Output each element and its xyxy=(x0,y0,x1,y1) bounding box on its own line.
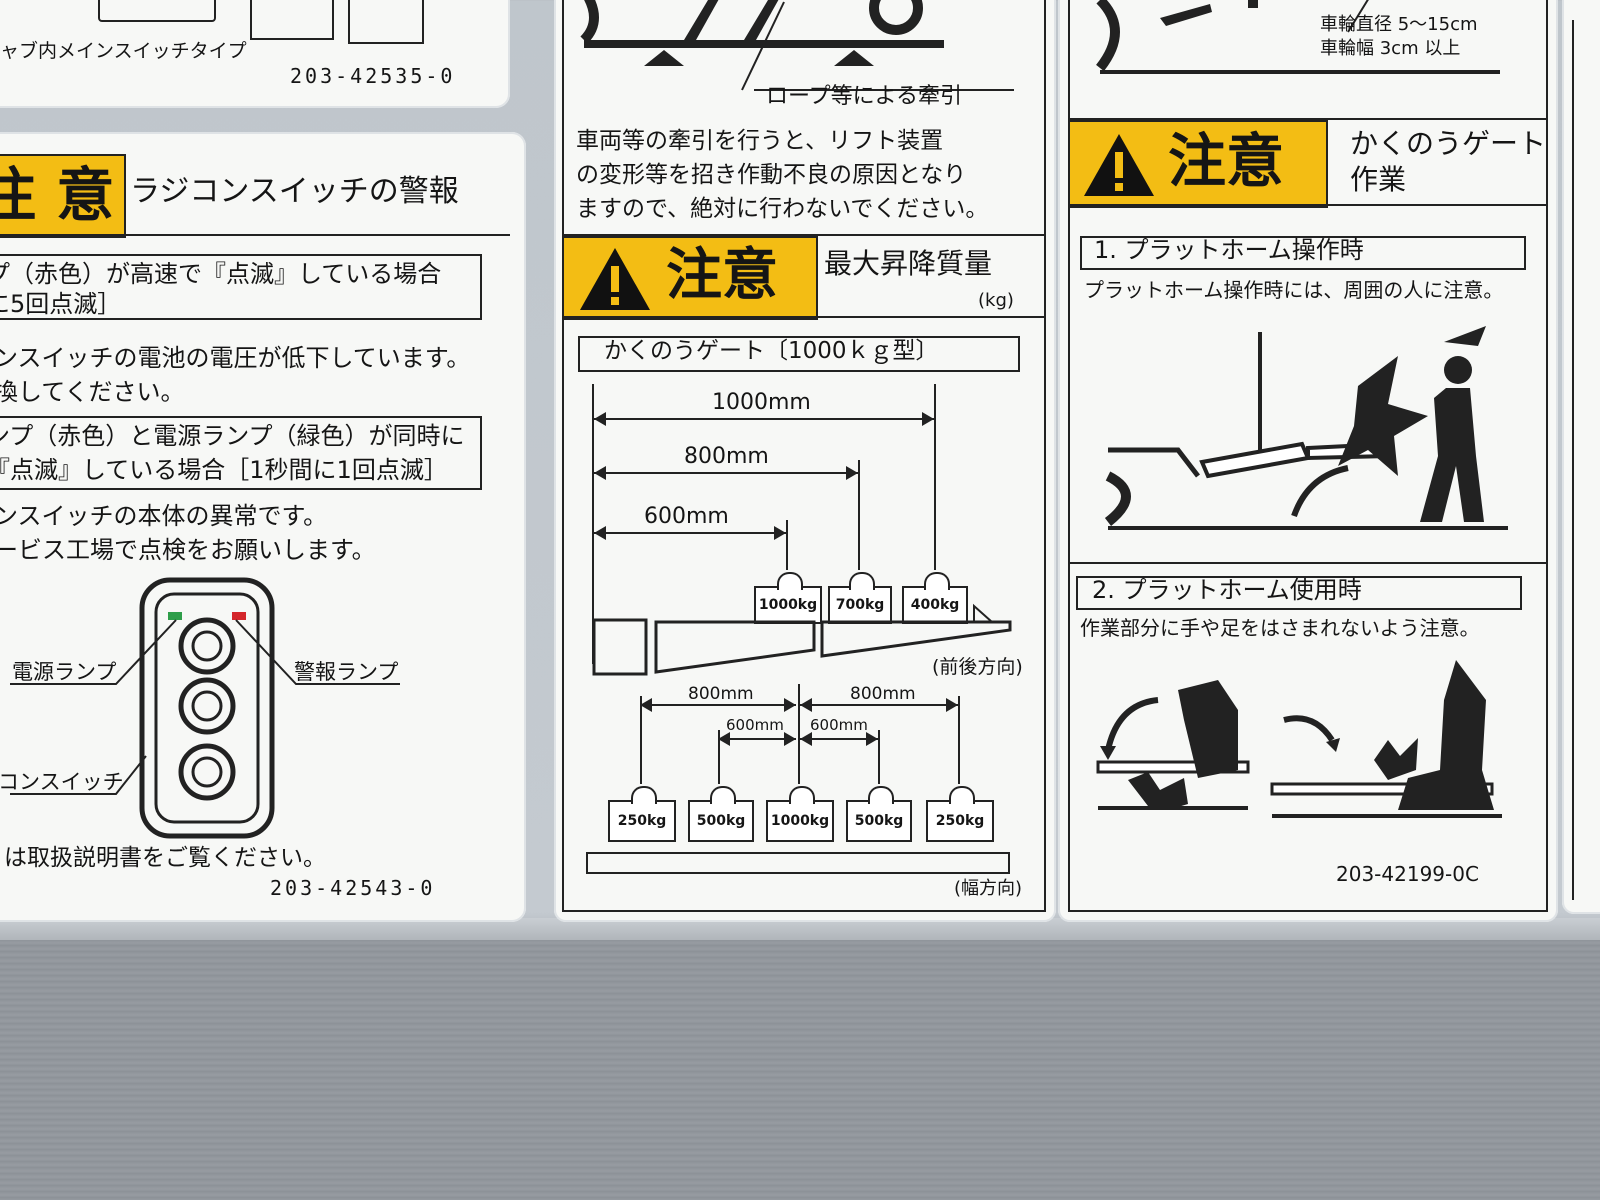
width-dim-left-600 xyxy=(718,732,796,746)
section2-title: 2. プラットホーム使用時 xyxy=(1092,576,1362,604)
dim-600-label: 600mm xyxy=(644,504,729,529)
max-lift-mass-label: ロープ等による牽引 車両等の牽引を行うと、リフト装置 の変形等を招き作動不良の原… xyxy=(554,0,1056,922)
width-caption: (幅方向) xyxy=(954,878,1023,899)
warning-triangle-icon xyxy=(1084,134,1154,196)
towing-prohibited-pictogram xyxy=(580,0,1014,91)
alarm-lamp xyxy=(232,612,246,620)
label-title-2: 作業 xyxy=(1350,163,1407,196)
footer-text: は取扱説明書をご覧ください。 xyxy=(4,845,326,871)
warning-triangle-icon xyxy=(580,248,650,310)
case2-text2: ービス工場で点検をお願いします。 xyxy=(0,536,376,564)
warning-line3: ますので、絶対に行わないでください。 xyxy=(576,196,989,222)
top-caption: ャブ内メインスイッチタイプ xyxy=(0,40,247,62)
wheel-spec-2: 車輪幅 3cm 以上 xyxy=(1320,38,1461,59)
switch-icon-box-2 xyxy=(250,0,334,40)
label-title: 最大昇降質量 xyxy=(824,247,993,280)
case1-box xyxy=(0,254,482,320)
case1-line1: プ（赤色）が高速で『点滅』している場合 xyxy=(0,260,442,288)
pinch-hazard-pictogram xyxy=(1096,660,1502,818)
label-code: 203-42543-0 xyxy=(270,876,436,900)
gate-title-box xyxy=(578,336,1020,372)
section2-title-box xyxy=(1076,576,1522,610)
dim-800 xyxy=(594,466,858,480)
case2-line1: ンプ（赤色）と電源ランプ（緑色）が同時に xyxy=(0,422,465,450)
section1-title: 1. プラットホーム操作時 xyxy=(1094,236,1364,264)
front-caption: (前後方向) xyxy=(932,656,1023,678)
dim-600 xyxy=(594,526,786,540)
width-weight-5: 250kg xyxy=(926,786,994,842)
caution-banner: 注意 xyxy=(1068,120,1328,208)
remote-control-icon xyxy=(139,577,275,839)
switch-icon-box xyxy=(98,0,216,22)
width-center-line xyxy=(798,684,800,784)
partial-right-label xyxy=(1562,0,1600,914)
title-underline xyxy=(562,316,1044,318)
front-weight-700: 700kg xyxy=(828,572,892,624)
wheel-spec-1: 車輪直径 5～15cm xyxy=(1320,14,1478,35)
unit-label: (kg) xyxy=(978,290,1014,311)
alarm-lamp-label: 警報ランプ xyxy=(294,660,399,684)
label-title-1: かくのうゲート xyxy=(1350,127,1547,160)
platform-operation-pictogram xyxy=(1104,326,1508,530)
outer-frame xyxy=(1068,0,1548,912)
width-weight-2: 500kg xyxy=(688,786,754,842)
warning-line1: 車両等の牽引を行うと、リフト装置 xyxy=(576,128,944,154)
section2-text: 作業部分に手や足をはさまれないよう注意。 xyxy=(1080,616,1480,640)
width-weight-3: 1000kg xyxy=(766,786,834,842)
metal-body-panel xyxy=(0,940,1600,1200)
case1-line2: に5回点滅］ xyxy=(0,290,122,318)
wheel-pictogram xyxy=(1095,0,1500,74)
case2-box xyxy=(0,416,482,490)
section-divider xyxy=(1068,562,1546,564)
warning-line2: の変形等を招き作動不良の原因となり xyxy=(576,162,967,188)
datum-line xyxy=(592,384,594,664)
dim-1000-label: 1000mm xyxy=(712,390,811,415)
width-dim-left-800-label: 800mm xyxy=(688,684,754,704)
case2-line2: 『点滅』している場合［1秒間に1回点滅］ xyxy=(0,456,448,484)
top-divider xyxy=(1068,118,1546,120)
platform-width-bar xyxy=(586,852,1010,874)
width-dim-right-600 xyxy=(800,732,878,746)
caution-banner: 注 意 xyxy=(0,154,126,238)
caution-word: 注意 xyxy=(666,243,778,308)
rope-caption: ロープ等による牽引 xyxy=(766,84,963,109)
callout-lines xyxy=(10,619,400,795)
width-dim-right-600-label: 600mm xyxy=(810,716,868,734)
lower-edge-sheen xyxy=(0,918,1600,942)
switch-label: コンスイッチ xyxy=(0,770,124,794)
case2-text1: ンスイッチの本体の異常です。 xyxy=(0,502,328,530)
top-left-label: ャブ内メインスイッチタイプ 203-42535-0 xyxy=(0,0,510,108)
switch-icon-box-3 xyxy=(348,0,424,44)
width-weight-1: 250kg xyxy=(608,786,676,842)
front-weight-400: 400kg xyxy=(902,572,968,624)
title-underline xyxy=(0,234,510,236)
width-dim-right-800 xyxy=(800,698,958,712)
outer-frame xyxy=(562,0,1046,912)
section1-text: プラットホーム操作時には、周囲の人に注意。 xyxy=(1084,278,1504,302)
label-title: ラジコンスイッチの警報 xyxy=(130,174,459,209)
case1-text1: ンスイッチの電池の電圧が低下しています。 xyxy=(0,344,471,372)
remote-switch-warning-label: 注 意 ラジコンスイッチの警報 プ（赤色）が高速で『点滅』している場合 に5回点… xyxy=(0,132,526,922)
width-dim-left-800 xyxy=(640,698,796,712)
title-underline xyxy=(1068,204,1546,206)
platform-side-view xyxy=(592,603,1012,676)
top-code: 203-42535-0 xyxy=(290,64,456,88)
power-lamp-label: 電源ランプ xyxy=(12,660,117,684)
case1-text2: 換してください。 xyxy=(0,378,185,406)
warning-divider xyxy=(562,234,1044,236)
storage-gate-work-label: 車輪直径 5～15cm 車輪幅 3cm 以上 注意 かくのうゲート 作業 1. … xyxy=(1058,0,1558,922)
caution-word: 注 意 xyxy=(0,161,115,229)
dim-800-label: 800mm xyxy=(684,444,769,469)
dim-1000 xyxy=(594,412,934,426)
width-weight-4: 500kg xyxy=(846,786,912,842)
power-lamp xyxy=(168,612,182,620)
caution-word: 注意 xyxy=(1168,127,1285,195)
width-dim-left-600-label: 600mm xyxy=(726,716,784,734)
width-dim-right-800-label: 800mm xyxy=(850,684,916,704)
section1-title-box xyxy=(1080,236,1526,270)
gate-title: かくのうゲート〔1000ｋｇ型〕 xyxy=(604,338,939,364)
caution-banner: 注意 xyxy=(562,236,818,320)
label-code: 203-42199-0C xyxy=(1336,862,1479,886)
